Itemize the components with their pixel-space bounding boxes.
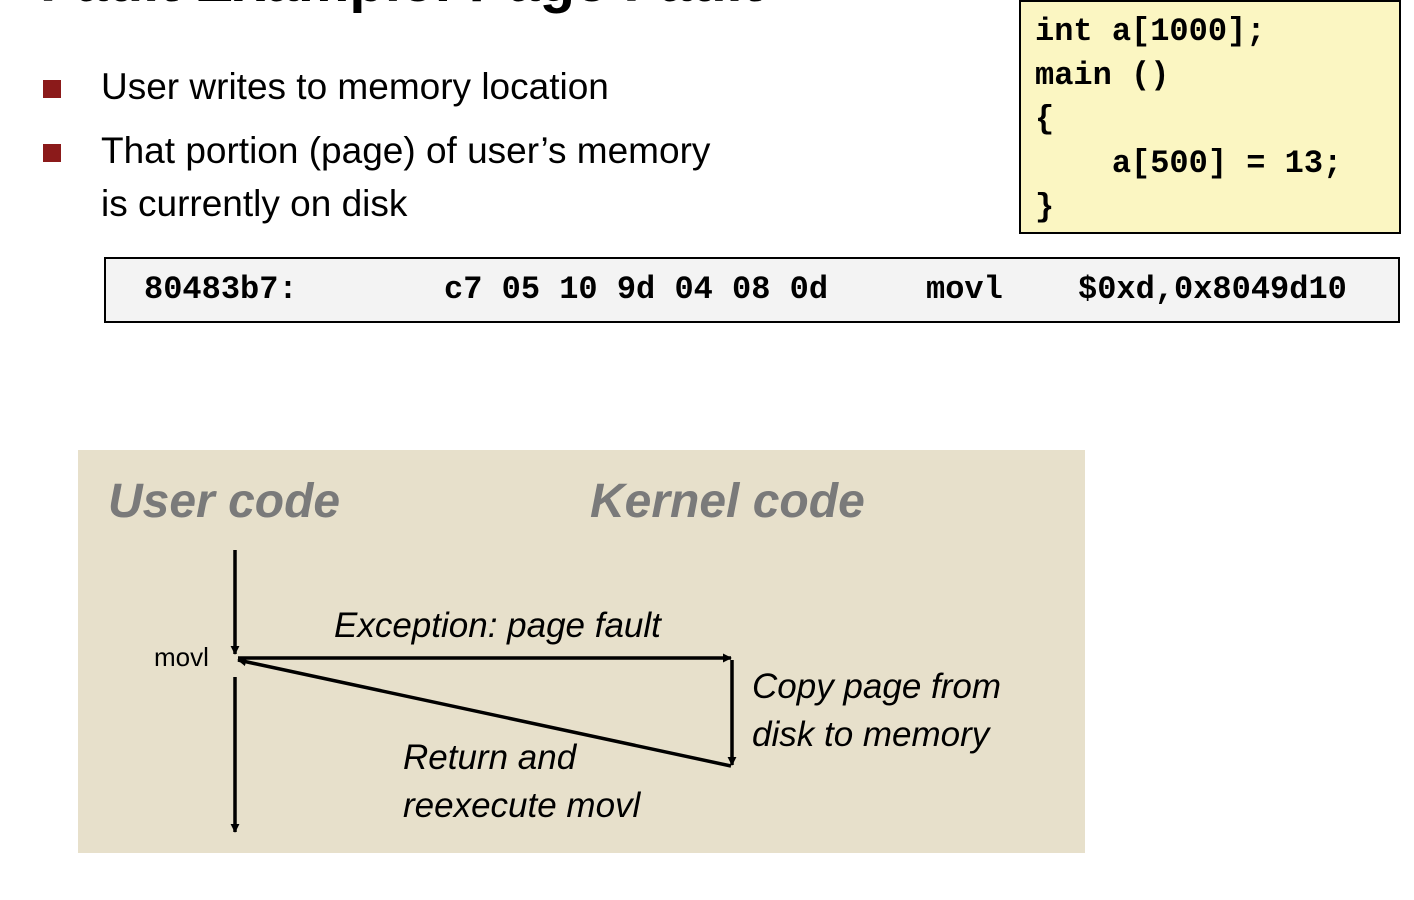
instruction-box: 80483b7: c7 05 10 9d 04 08 0d movl $0xd,… <box>104 257 1400 323</box>
bullet-square-icon <box>43 80 61 98</box>
instruction-address: 80483b7: <box>144 271 298 308</box>
copy-page-label: Copy page from <box>752 667 1002 706</box>
instruction-bytes: c7 05 10 9d 04 08 0d <box>444 271 829 308</box>
return-label: Return and <box>403 738 577 777</box>
movl-label: movl <box>154 642 209 672</box>
kernel-code-heading: Kernel code <box>590 475 865 528</box>
bullet-text: That portion (page) of user’s memory <box>101 130 711 171</box>
bullet-text-continuation: is currently on disk <box>101 183 408 224</box>
bullet-list: User writes to memory location That port… <box>40 60 940 241</box>
slide-title: Fault Example: Page Fault <box>40 0 762 12</box>
page-fault-diagram: User code Kernel code movl Exception: pa… <box>78 450 1085 853</box>
instruction-operands: $0xd,0x8049d10 <box>1078 271 1347 308</box>
return-arrow <box>237 657 732 768</box>
diagram-arrows <box>230 550 737 833</box>
copy-page-label: disk to memory <box>752 715 990 754</box>
bullet-square-icon <box>43 144 61 162</box>
exception-label: Exception: page fault <box>334 606 661 645</box>
bullet-item: User writes to memory location <box>40 60 940 113</box>
code-snippet-box: int a[1000]; main () { a[500] = 13;} <box>1019 0 1401 234</box>
code-line: main () <box>1035 57 1170 94</box>
instruction-mnemonic: movl <box>926 271 1003 308</box>
user-code-heading: User code <box>108 475 341 528</box>
bullet-text: User writes to memory location <box>101 66 609 107</box>
code-line: int a[1000]; <box>1035 13 1266 50</box>
code-line: } <box>1035 189 1055 226</box>
code-line: { <box>1035 101 1055 138</box>
code-line: a[500] = 13; <box>1035 145 1343 182</box>
bullet-item: That portion (page) of user’s memory is … <box>40 124 940 230</box>
return-label: reexecute movl <box>403 786 641 825</box>
